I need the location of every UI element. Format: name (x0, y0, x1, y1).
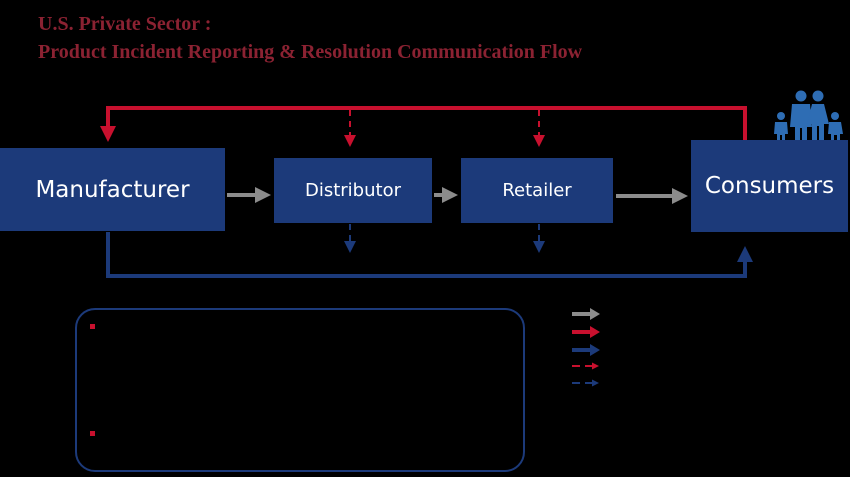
title-line-1: U.S. Private Sector : (38, 13, 212, 35)
legend-item-red-solid (572, 326, 600, 338)
manufacturer-node: Manufacturer (0, 148, 225, 231)
consumers-label: Consumers (704, 173, 835, 199)
retailer-node: Retailer (461, 158, 613, 223)
legend-item-red-dashed (572, 362, 599, 370)
title-line-2: Product Incident Reporting & Resolution … (38, 41, 583, 63)
page-title: U.S. Private Sector : Product Incident R… (38, 10, 582, 66)
legend-item-blue-dashed (572, 379, 599, 387)
consumers-node: Consumers (691, 140, 848, 232)
bullet-marker-2 (90, 431, 95, 436)
distributor-node: Distributor (274, 158, 432, 223)
legend-item-gray-solid (572, 308, 600, 320)
legend (572, 308, 600, 387)
family-icon (774, 90, 843, 140)
retailer-label: Retailer (502, 180, 572, 201)
red-report-line (100, 106, 747, 142)
bullet-marker-1 (90, 324, 95, 329)
legend-item-blue-solid (572, 344, 600, 356)
info-box (75, 308, 525, 472)
manufacturer-label: Manufacturer (35, 176, 190, 203)
blue-resolution-line (106, 232, 753, 278)
distributor-label: Distributor (304, 180, 401, 201)
